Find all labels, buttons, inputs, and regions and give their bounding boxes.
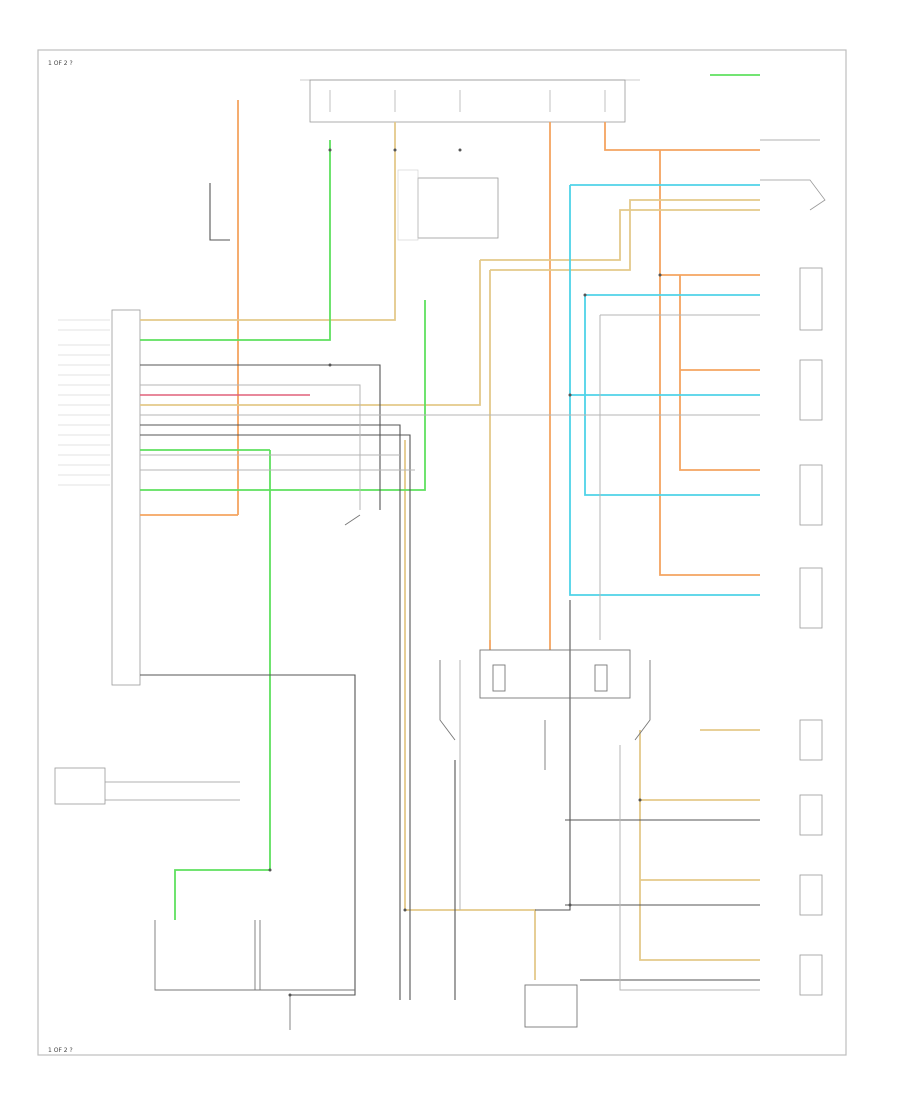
orange-wires xyxy=(140,100,760,650)
tan-wires xyxy=(140,122,760,980)
light-blue-wires xyxy=(569,184,760,596)
control-module xyxy=(111,309,141,686)
gray-wires xyxy=(140,314,760,991)
fuse-block xyxy=(309,79,626,123)
footer-label: 1 OF 2 ? xyxy=(48,1047,73,1054)
lock-switch-box xyxy=(54,767,106,805)
lock-actuator xyxy=(439,649,651,770)
junction-dots xyxy=(268,148,662,997)
relay-box xyxy=(417,177,499,239)
black-wires xyxy=(140,183,760,1000)
bottom-components xyxy=(154,514,578,1030)
diagram-border xyxy=(37,49,847,1056)
door-switches xyxy=(760,139,826,996)
corner-label: 1 OF 2 ? xyxy=(48,60,73,67)
green-wires xyxy=(140,74,760,920)
